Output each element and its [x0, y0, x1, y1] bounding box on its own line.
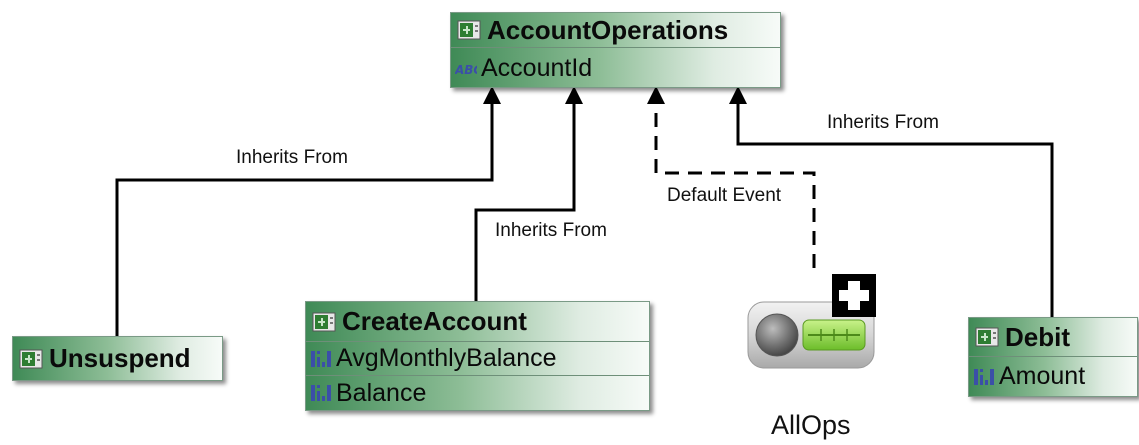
- entity-account-operations[interactable]: AccountOperations ABC AccountId: [450, 12, 781, 88]
- edge-label-allops: Default Event: [667, 185, 782, 206]
- entity-header: AccountOperations: [451, 13, 780, 47]
- entity-debit[interactable]: Debit Amount: [968, 317, 1138, 397]
- entity-title: AccountOperations: [487, 14, 729, 45]
- edge-unsuspend: [115, 104, 494, 336]
- attribute-row[interactable]: AvgMonthlyBalance: [306, 341, 649, 375]
- attribute-row[interactable]: ABC AccountId: [451, 47, 780, 88]
- svg-text:ABC: ABC: [455, 63, 477, 77]
- attribute-name: AccountId: [481, 53, 593, 82]
- entity-icon: [312, 312, 336, 331]
- attribute-name: Balance: [336, 378, 427, 407]
- arrowhead-debit: [729, 86, 747, 104]
- entity-header: Debit: [969, 318, 1137, 356]
- aggregation-label: AllOps: [771, 410, 851, 440]
- entity-title: Debit: [1005, 321, 1070, 352]
- arrowhead-allops: [647, 86, 665, 104]
- number-type-icon: [311, 350, 331, 367]
- entity-icon: [457, 20, 481, 40]
- entity-header: Unsuspend: [13, 337, 222, 380]
- number-type-icon: [974, 368, 994, 385]
- text-type-icon: ABC: [455, 63, 477, 77]
- attribute-row[interactable]: Amount: [969, 356, 1137, 396]
- edge-create-account: [474, 104, 576, 301]
- aggregation-icon[interactable]: [745, 272, 880, 372]
- entity-create-account[interactable]: CreateAccount AvgMonthlyBalance Balance: [305, 301, 650, 411]
- attribute-name: Amount: [999, 362, 1086, 390]
- entity-title: CreateAccount: [342, 306, 527, 336]
- edge-label-unsuspend: Inherits From: [236, 147, 348, 168]
- attribute-row[interactable]: Balance: [306, 375, 649, 410]
- attribute-name: AvgMonthlyBalance: [336, 344, 557, 372]
- edge-label-create-account: Inherits From: [495, 220, 607, 241]
- edge-allops: [654, 104, 816, 268]
- entity-unsuspend[interactable]: Unsuspend: [12, 336, 223, 381]
- entity-header: CreateAccount: [306, 302, 649, 341]
- plus-icon[interactable]: [832, 274, 876, 317]
- arrowhead-unsuspend: [483, 86, 501, 104]
- edge-label-debit: Inherits From: [827, 112, 939, 133]
- number-type-icon: [311, 385, 331, 401]
- entity-icon: [19, 349, 43, 368]
- entity-icon: [975, 327, 999, 347]
- entity-title: Unsuspend: [49, 343, 191, 373]
- edge-debit: [736, 104, 1054, 317]
- arrowhead-create-account: [565, 86, 583, 104]
